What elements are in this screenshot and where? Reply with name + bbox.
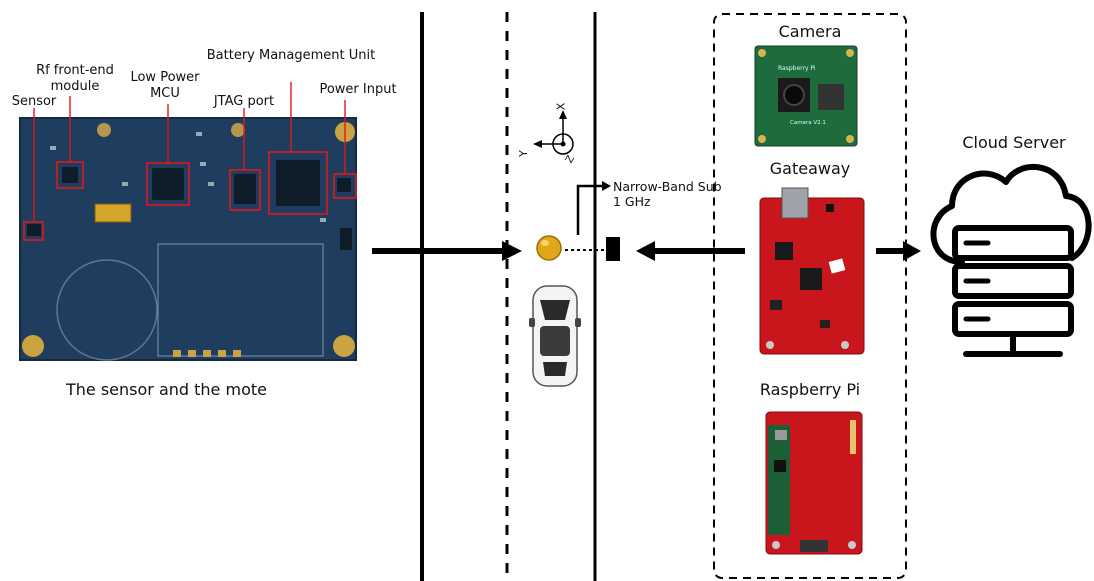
label-battery-management-unit: Battery Management Unit [206,48,376,63]
label-low-power-mcu: Low Power MCU [130,70,200,101]
road [420,12,597,581]
raspberry-pi-image [765,411,863,555]
narrow-band-label: Narrow-Band Sub 1 GHz [613,179,722,209]
road-sensor-node [536,235,562,261]
gateway-label: Gateaway [769,159,851,178]
raspberry-pi-label: Raspberry Pi [759,380,861,399]
gateway-to-cloud-arrow [876,241,921,261]
camera-label: Camera [778,22,842,41]
board-to-sensor-arrow [372,241,522,261]
label-power-input: Power Input [319,82,397,97]
label-rf-front-end: Rf front-end module [36,63,114,94]
axis-x-label: X [554,102,568,111]
sensor-board-image [19,82,357,361]
component-highlights [23,151,357,241]
board-caption: The sensor and the mote [66,380,267,399]
label-sensor: Sensor [11,94,57,109]
label-jtag-port: JTAG port [213,94,275,109]
cloud-server-icon [930,163,1092,357]
camera-silkscreen-version: Camera V2.1 [790,120,826,126]
axes-icon [533,110,574,155]
car-icon [529,285,581,387]
roadside-receiver [606,237,620,261]
gateway-to-receiver-arrow [636,241,745,261]
camera-silkscreen-brand: Raspberry Pi [778,65,816,72]
cloud-server-label: Cloud Server [962,133,1066,152]
narrow-band-arrow [576,181,611,235]
gateway-image [759,187,865,355]
axis-y-label: Y [516,150,530,157]
camera-image: Raspberry Pi Camera V2.1 [754,45,858,147]
gateway-group-border [713,13,907,579]
label-leader-lines [33,82,346,222]
